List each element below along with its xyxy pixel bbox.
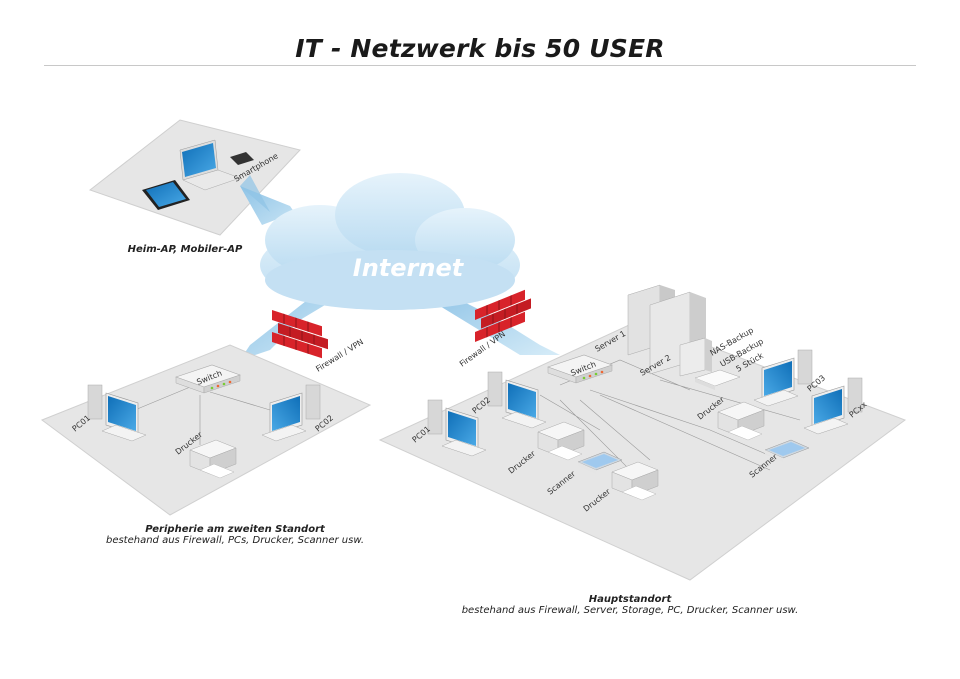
second-site: Switch PC01 PC02 Drucker bbox=[40, 344, 372, 516]
second-site-caption-sub: bestehand aus Firewall, PCs, Drucker, Sc… bbox=[105, 535, 365, 546]
main-site-caption-sub: bestehand aus Firewall, Server, Storage,… bbox=[461, 605, 799, 616]
second-site-caption: Peripherie am zweiten Standort bestehand… bbox=[90, 524, 380, 546]
tablet-icon bbox=[142, 180, 190, 210]
cloud-icon bbox=[260, 173, 520, 310]
second-site-platform bbox=[40, 344, 372, 516]
laptop-icon bbox=[179, 139, 241, 191]
mobile-site-caption-title: Heim-AP, Mobiler-AP bbox=[127, 244, 243, 255]
internet-label: Internet bbox=[353, 254, 465, 282]
page-title: IT - Netzwerk bis 50 USER bbox=[295, 34, 665, 63]
second-site-caption-title: Peripherie am zweiten Standort bbox=[145, 524, 325, 535]
nas-icon bbox=[679, 337, 712, 377]
main-site: Switch Server 1 Server 2 NAS-Backup USB-… bbox=[378, 284, 907, 581]
mobile-site: Smartphone bbox=[88, 119, 301, 236]
mobile-site-caption: Heim-AP, Mobiler-AP bbox=[100, 244, 270, 255]
main-site-caption: Hauptstandort bestehand aus Firewall, Se… bbox=[440, 594, 820, 616]
arrow-head-mobile bbox=[240, 175, 270, 212]
title-divider bbox=[44, 65, 916, 66]
usb-drive-icon bbox=[694, 369, 741, 390]
main-site-caption-title: Hauptstandort bbox=[588, 594, 672, 605]
smartphone-icon bbox=[230, 152, 254, 165]
